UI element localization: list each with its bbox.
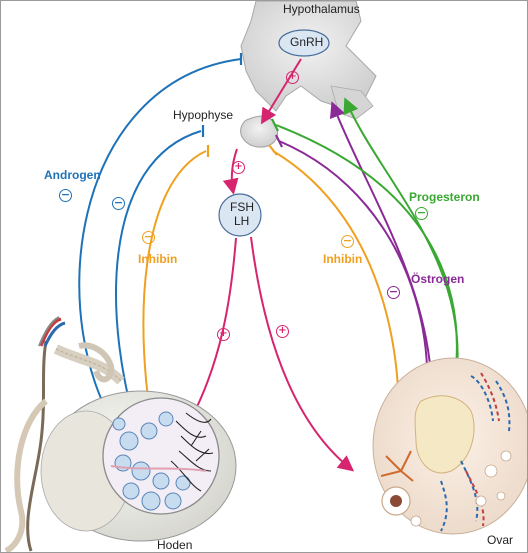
inhibin-right-minus-sign: − bbox=[341, 235, 354, 248]
ovar-label: Ovar bbox=[487, 534, 513, 546]
inhibin-left-label: Inhibin bbox=[138, 253, 177, 265]
progesteron-minus-sign: − bbox=[415, 207, 428, 220]
androgen-minus-sign-inner: − bbox=[112, 197, 125, 210]
inhibin-right-label: Inhibin bbox=[323, 253, 362, 265]
fsh-to-ovar-arrow bbox=[251, 237, 351, 469]
fsh-ovar-plus-sign: + bbox=[276, 325, 289, 338]
hypothalamus-shape bbox=[241, 1, 376, 119]
gnrh-plus-sign: + bbox=[286, 71, 299, 84]
lh-label: LH bbox=[234, 215, 249, 227]
oestrogen-label: Östrogen bbox=[411, 273, 464, 285]
inhibin-left-minus-sign: − bbox=[142, 231, 155, 244]
androgen-label: Androgen bbox=[44, 169, 101, 181]
hoden-label: Hoden bbox=[157, 539, 192, 551]
fsh-to-hoden-arrow bbox=[191, 238, 236, 419]
hoden-illustration bbox=[41, 391, 236, 541]
progesteron-label: Progesteron bbox=[409, 191, 480, 203]
hypophyse-plus-sign: + bbox=[232, 161, 245, 174]
fsh-label: FSH bbox=[230, 201, 254, 213]
hypothalamus-label: Hypothalamus bbox=[283, 3, 360, 15]
fsh-hoden-plus-sign: + bbox=[217, 328, 230, 341]
hypophyse-label: Hypophyse bbox=[173, 109, 233, 121]
oestrogen-minus-sign: − bbox=[387, 286, 400, 299]
ovar-illustration bbox=[373, 358, 527, 534]
gnrh-label: GnRH bbox=[290, 36, 323, 48]
progesteron-arrow-hypothalamus bbox=[346, 101, 458, 381]
androgen-minus-sign-outer: − bbox=[59, 189, 72, 202]
